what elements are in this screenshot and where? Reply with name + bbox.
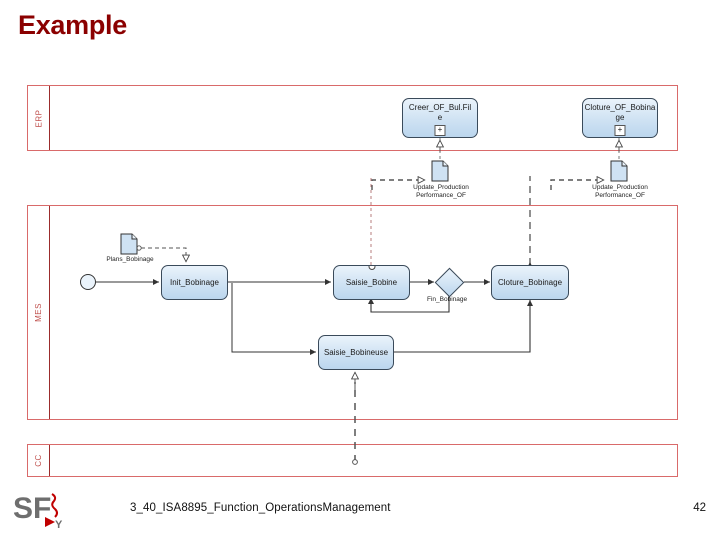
- collapsed-subprocess-plus-icon[interactable]: +: [434, 125, 446, 136]
- start-event[interactable]: [80, 274, 96, 290]
- subprocess-cloture-of-label: Cloture_OF_Bobina ge: [584, 103, 656, 122]
- footer-page-number: 42: [693, 502, 706, 514]
- lane-mes-label: MES: [34, 303, 43, 322]
- gateway-fin-bobinage-label: Fin_Bobinage: [427, 296, 468, 303]
- data-object-plans-bobinage-label: Plans_Bobinage: [106, 256, 154, 263]
- lane-cc-label: CC: [34, 454, 43, 467]
- task-saisie-bobine-label: Saisie_Bobine: [345, 277, 398, 287]
- collapsed-subprocess-plus-icon-2[interactable]: +: [614, 125, 626, 136]
- task-init-bobinage-label: Init_Bobinage: [170, 277, 219, 287]
- lane-erp-header: ERP: [28, 86, 50, 150]
- subprocess-creer-of[interactable]: Creer_OF_Bul.Fil e +: [402, 98, 478, 138]
- svg-text:Y: Y: [55, 519, 63, 531]
- task-saisie-bobine[interactable]: Saisie_Bobine: [333, 265, 410, 300]
- task-saisie-bobineuse[interactable]: Saisie_Bobineuse: [318, 335, 394, 370]
- data-object-plans-bobinage[interactable]: [120, 233, 138, 255]
- task-saisie-bobineuse-label: Saisie_Bobineuse: [323, 347, 389, 357]
- data-object-update-production-performance-2[interactable]: [610, 160, 628, 182]
- lane-cc: CC: [27, 444, 678, 477]
- gateway-diamond-shape: [434, 267, 464, 297]
- task-cloture-bobinage[interactable]: Cloture_Bobinage: [491, 265, 569, 300]
- task-cloture-bobinage-label: Cloture_Bobinage: [497, 277, 563, 287]
- data-object-update-production-performance-2-label: Update_Production Performance_OF: [592, 184, 648, 199]
- lane-erp-label: ERP: [33, 109, 43, 127]
- sf-logo: SF Y: [12, 488, 68, 534]
- data-object-update-production-performance-1-label: Update_Production Performance_OF: [413, 184, 469, 199]
- lane-cc-header: CC: [28, 445, 50, 476]
- subprocess-creer-of-label: Creer_OF_Bul.Fil e: [408, 103, 472, 122]
- slide-footer: SF Y 3_40_ISA8895_Function_OperationsMan…: [0, 482, 720, 540]
- footer-document-name: 3_40_ISA8895_Function_OperationsManageme…: [130, 502, 391, 514]
- data-object-update-production-performance-1[interactable]: [431, 160, 449, 182]
- task-init-bobinage[interactable]: Init_Bobinage: [161, 265, 228, 300]
- loop-marker-icon: [368, 266, 375, 270]
- lane-mes-header: MES: [28, 206, 50, 419]
- page-title: Example: [18, 10, 127, 40]
- svg-text:SF: SF: [13, 492, 51, 525]
- gateway-fin-bobinage[interactable]: [434, 267, 464, 297]
- subprocess-cloture-of[interactable]: Cloture_OF_Bobina ge +: [582, 98, 658, 138]
- lane-erp: ERP: [27, 85, 678, 151]
